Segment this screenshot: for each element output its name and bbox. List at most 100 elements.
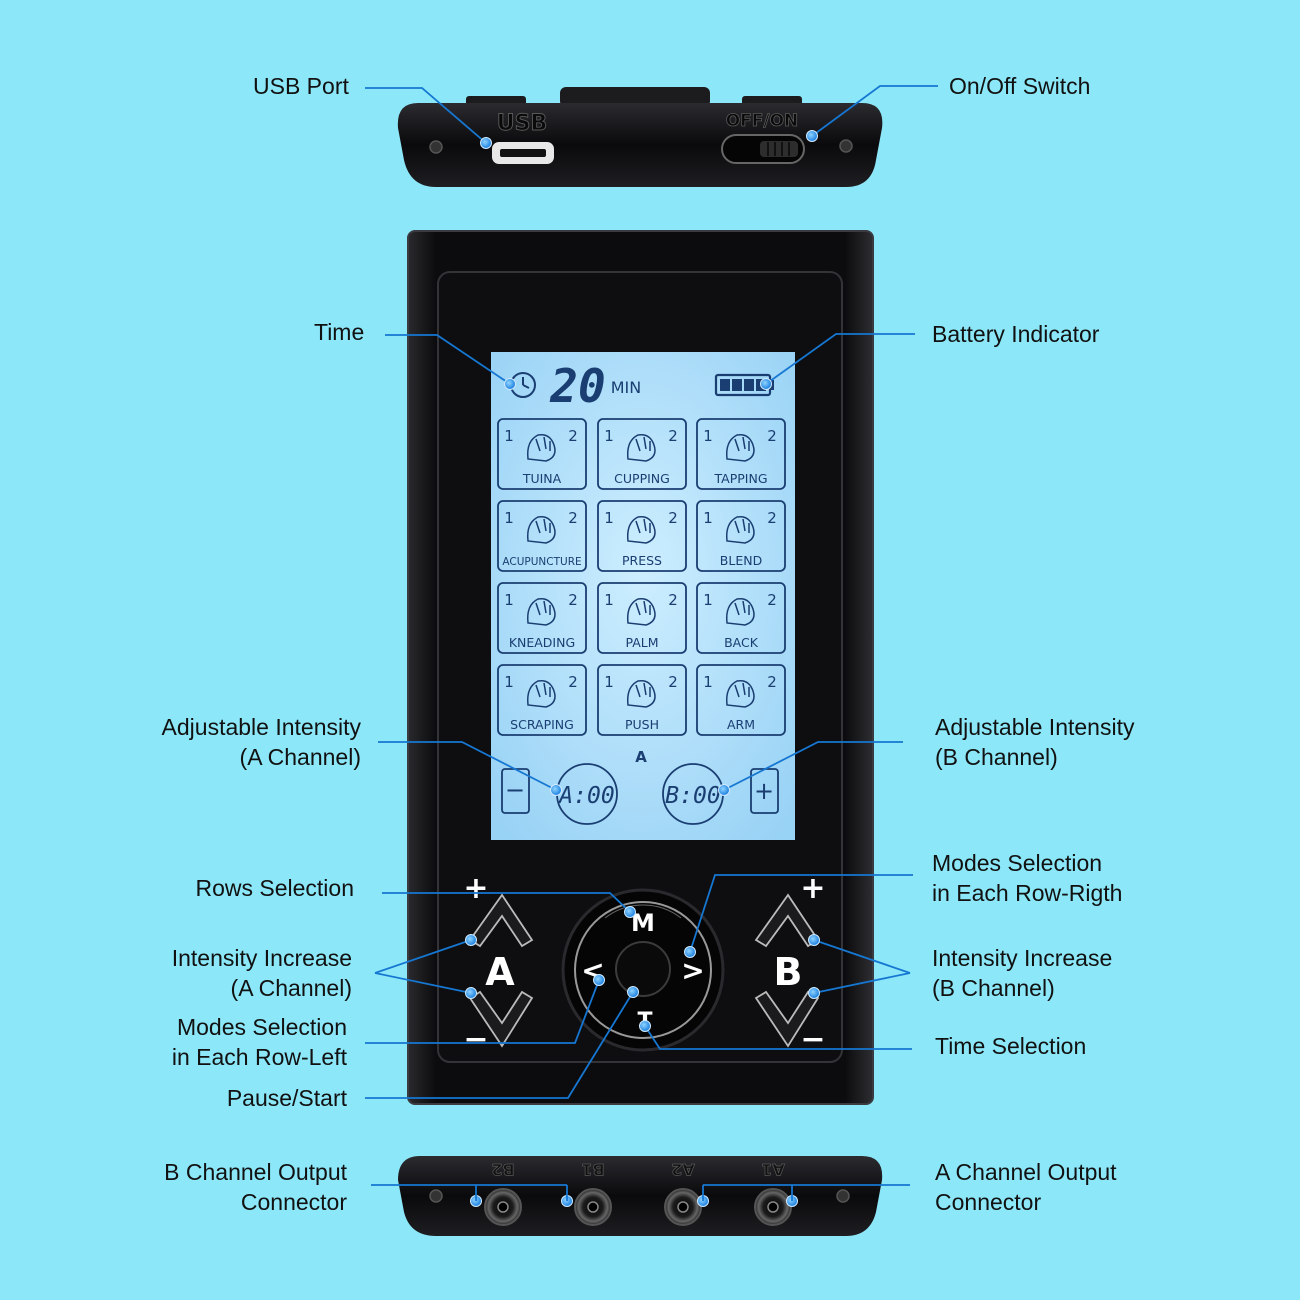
label-pause-start-text: Pause/Start [226, 1085, 347, 1111]
mode-left-number: 1 [504, 673, 514, 691]
callout-switch [811, 85, 938, 137]
mode-left-number: 1 [703, 591, 713, 609]
pause-start-button[interactable] [615, 941, 671, 997]
mode-right-number: 2 [668, 591, 678, 609]
screw-icon [836, 1189, 850, 1203]
label-adjustable-intensity-b: Adjustable Intensity (B Channel) [935, 712, 1134, 772]
callout-inc-b-down [813, 972, 911, 994]
mode-tile-border [696, 664, 786, 736]
mode-right-number: 2 [568, 509, 578, 527]
label-time-selection-text: Time Selection [935, 1033, 1087, 1059]
mode-name: TUINA [522, 471, 562, 486]
bottom-edge-body [398, 1156, 883, 1236]
port-label: A1 [761, 1160, 785, 1179]
screw-icon [839, 139, 853, 153]
label-rows-selection: Rows Selection [195, 873, 354, 903]
label-modes-selection-right: Modes Selection in Each Row-Rigth [932, 848, 1122, 908]
label-adj-a-line2: (A Channel) [239, 744, 361, 770]
mode-left-number: 1 [604, 509, 614, 527]
hand-icon [626, 433, 656, 462]
intensity-down-a-button[interactable] [468, 990, 534, 1048]
mode-tile-border [597, 664, 687, 736]
mode-right-number: 2 [767, 427, 777, 445]
label-modes-left-line2: in Each Row-Left [171, 1044, 347, 1070]
right-key[interactable]: > [681, 954, 704, 987]
usb-port-slot [500, 149, 546, 157]
mode-tile-border [597, 500, 687, 572]
callout-dot [593, 974, 605, 986]
callout-dot [808, 934, 820, 946]
intensity-up-b-button[interactable] [754, 893, 820, 948]
mode-left-number: 1 [604, 591, 614, 609]
mode-tile-border [497, 418, 587, 490]
channel-a-label: A [485, 950, 515, 994]
label-adj-b-line2: (B Channel) [935, 744, 1058, 770]
hand-icon [626, 597, 656, 626]
m-key[interactable] [604, 904, 682, 919]
b-minus-symbol: − [800, 1022, 825, 1057]
mode-tile-border [497, 664, 587, 736]
callout-lines [365, 85, 938, 1207]
callout-dot [550, 784, 562, 796]
callout-inc-a-down [374, 972, 472, 994]
mode-name: BACK [724, 635, 759, 650]
mode-right-number: 2 [568, 673, 578, 691]
label-inc-b-line2: (B Channel) [932, 975, 1055, 1001]
mode-right-number: 2 [767, 673, 777, 691]
callout-dot [504, 378, 516, 390]
channel-b-label: B [774, 950, 803, 994]
label-b-output-line1: B Channel Output [164, 1159, 347, 1185]
mode-tile-border [696, 418, 786, 490]
mode-tile-border [597, 582, 687, 654]
callout-inc-a-up [374, 939, 472, 974]
hand-icon [725, 679, 755, 708]
intensity-b-display: B:00 [662, 763, 724, 825]
mode-right-number: 2 [668, 509, 678, 527]
label-modes-left-line1: Modes Selection [176, 1014, 347, 1040]
mode-left-number: 1 [604, 427, 614, 445]
mode-right-number: 2 [767, 591, 777, 609]
m-key-label: M [631, 909, 655, 937]
mode-right-number: 2 [568, 591, 578, 609]
label-on-off-switch-text: On/Off Switch [949, 73, 1091, 99]
callout-dot [639, 1020, 651, 1032]
lcd-minus-symbol: − [505, 776, 525, 804]
switch-engraving: OFF/ON [726, 111, 799, 131]
lcd-plus-symbol: + [754, 777, 774, 805]
hand-icon [725, 597, 755, 626]
hand-icon [526, 597, 556, 626]
timer-value: 20 [549, 359, 605, 413]
callout-rows [382, 892, 631, 913]
mode-name: PRESS [622, 553, 662, 568]
label-intensity-increase-a: Intensity Increase (A Channel) [172, 943, 352, 1003]
callout-dot [480, 137, 492, 149]
label-pause-start: Pause/Start [227, 1083, 347, 1113]
callout-dot [627, 986, 639, 998]
mode-name: TAPPING [713, 471, 767, 486]
lcd-screen [491, 352, 795, 840]
intensity-b-value: B:00 [665, 783, 720, 809]
label-adjustable-intensity-a: Adjustable Intensity (A Channel) [162, 712, 361, 772]
callout-time-select [644, 1025, 912, 1050]
intensity-a-value: A:00 [557, 783, 614, 809]
label-a-channel-output: A Channel Output Connector [935, 1157, 1117, 1217]
label-rows-selection-text: Rows Selection [195, 875, 354, 901]
intensity-a-display: A:00 [556, 763, 618, 825]
callout-dot [808, 987, 820, 999]
mode-right-number: 2 [668, 673, 678, 691]
output-port-pin [497, 1201, 509, 1213]
label-battery-indicator-text: Battery Indicator [932, 321, 1100, 347]
callout-dot [684, 946, 696, 958]
intensity-up-a-button[interactable] [468, 893, 534, 948]
label-adj-b-line1: Adjustable Intensity [935, 714, 1135, 740]
intensity-down-b-button[interactable] [754, 990, 820, 1048]
switch-grip [760, 141, 798, 157]
mode-right-number: 2 [568, 427, 578, 445]
port-label: A2 [671, 1160, 695, 1179]
